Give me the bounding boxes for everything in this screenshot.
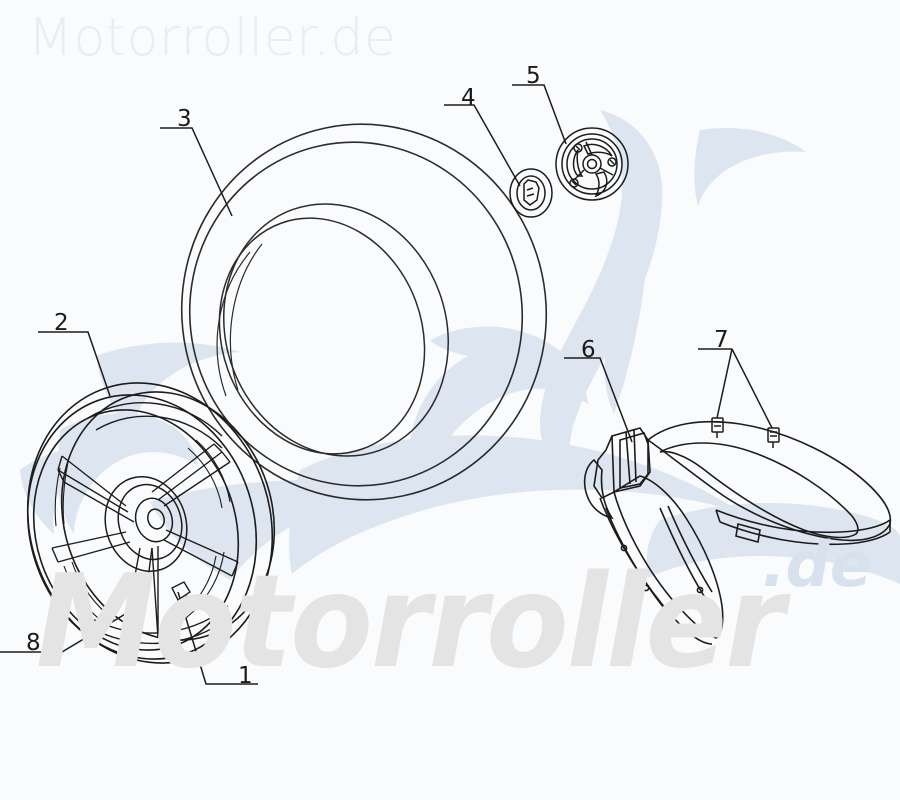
callout-leader-lines [0,84,773,685]
part-1-wheel-hub [104,475,188,573]
part-5-speedometer-drive [555,127,629,201]
part-2-rim-ribs [54,439,231,627]
scooter-silhouette-watermark [20,110,900,584]
leader-4 [444,104,521,187]
callout-label-8: 8 [26,630,41,656]
leader-8 [0,603,143,653]
part-6-front-fender [583,420,892,645]
fender-bolt-right [767,427,780,448]
leader-7-branch-a [716,348,733,419]
callout-label-7: 7 [714,327,729,353]
leader-1 [177,591,258,685]
callout-label-2: 2 [54,310,69,336]
part-3-tire [180,123,548,501]
leader-2 [38,331,111,397]
part-2-rim-band [79,402,231,645]
watermark-de: .de [762,528,872,601]
leader-7-branch-b [731,348,773,429]
leader-3 [160,127,233,217]
callout-label-3: 3 [177,106,192,132]
callout-label-1: 1 [238,663,253,689]
callout-label-6: 6 [581,337,596,363]
part-2-wheel-rim [26,382,276,664]
callout-label-4: 4 [461,85,476,111]
leader-5 [512,84,567,145]
part-3-tire-bead-highlight [216,243,263,397]
leader-6 [564,357,633,443]
part-4-spacer-ring [509,168,553,218]
watermark-bottom: Motorroller [36,548,785,697]
callout-label-5: 5 [526,63,541,89]
watermark-top: Motorroller.de [28,8,397,68]
